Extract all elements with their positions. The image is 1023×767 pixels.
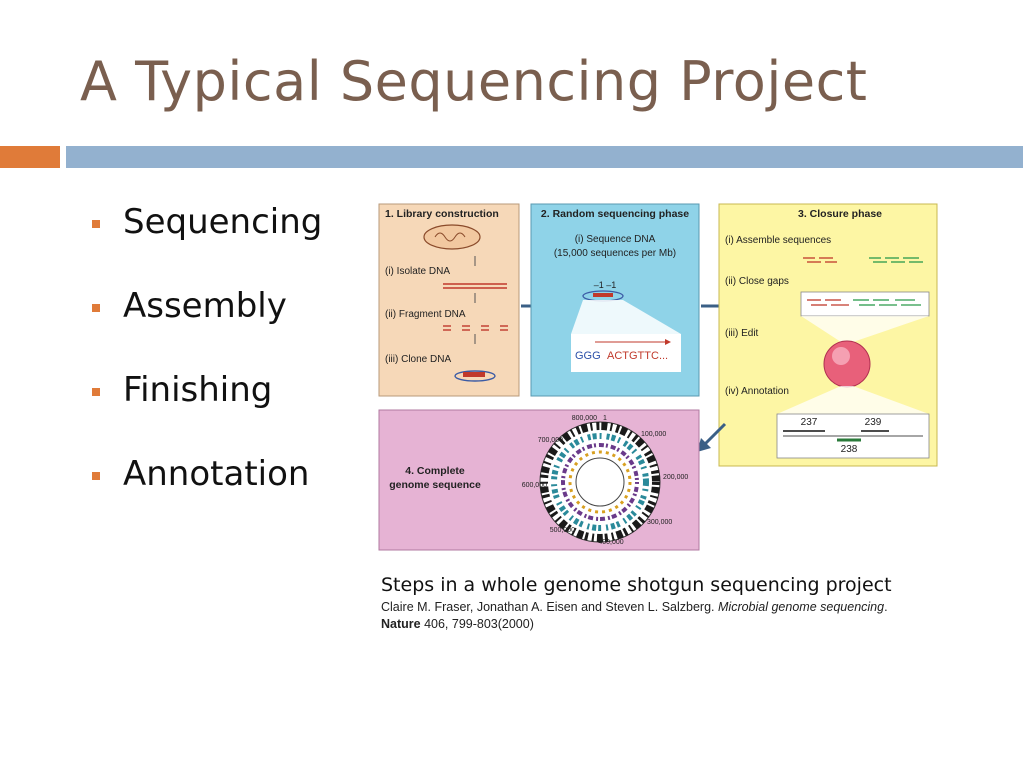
- caption-article: Microbial genome sequencing: [718, 600, 885, 614]
- sequence-red: ACTGTTC...: [607, 350, 668, 362]
- cell-icon: [423, 224, 481, 250]
- bullet-item: Annotation: [90, 448, 322, 532]
- genome-label: 800,000: [572, 415, 597, 422]
- genome-circle-icon: [823, 340, 871, 388]
- sequencing-figure: 1. Library construction (i) Isolate DNA …: [378, 203, 938, 551]
- panel-complete-genome: 4. Complete genome sequence 800,000 1 10…: [378, 409, 700, 551]
- panel3-title: 3. Closure phase: [798, 208, 882, 220]
- arrow-icon: [697, 422, 727, 452]
- genome-label: 1: [603, 415, 607, 422]
- panel-library-construction: 1. Library construction (i) Isolate DNA …: [378, 203, 520, 397]
- panel4-title-line1: 4. Complete: [405, 465, 465, 477]
- panel3-step2: (ii) Close gaps: [725, 276, 789, 287]
- slide-title: A Typical Sequencing Project: [80, 50, 868, 113]
- accent-bar-blue: [66, 146, 1023, 168]
- caption-ref: 406, 799-803(2000): [420, 617, 534, 631]
- caption-authors: Claire M. Fraser, Jonathan A. Eisen and …: [381, 600, 718, 614]
- figure-caption: Steps in a whole genome shotgun sequenci…: [381, 574, 1001, 633]
- genome-label: 600,000: [522, 482, 547, 489]
- panel2-title: 2. Random sequencing phase: [541, 208, 689, 220]
- bullet-square-icon: [92, 220, 100, 228]
- panel-random-sequencing: 2. Random sequencing phase (i) Sequence …: [530, 203, 700, 397]
- bullet-text: Annotation: [123, 454, 310, 494]
- genome-label: 400,000: [598, 539, 623, 546]
- panel3-step4: (iv) Annotation: [725, 386, 789, 397]
- panel2-step1-line2: (15,000 sequences per Mb): [554, 248, 676, 259]
- genome-map-icon: [539, 421, 661, 543]
- bullet-list: Sequencing Assembly Finishing Annotation: [90, 196, 322, 532]
- plasmid-icon: [454, 370, 496, 382]
- panel2-marker: –1 –1: [594, 280, 617, 290]
- caption-journal: Nature: [381, 617, 421, 631]
- bullet-text: Finishing: [123, 370, 273, 410]
- sequence-blue: GGG: [575, 350, 601, 362]
- panel1-title: 1. Library construction: [385, 208, 499, 220]
- panel1-step3: (iii) Clone DNA: [385, 354, 451, 365]
- genome-label: 500,000: [550, 527, 575, 534]
- bullet-item: Assembly: [90, 280, 322, 364]
- panel1-step1: (i) Isolate DNA: [385, 266, 450, 277]
- panel3-step1: (i) Assemble sequences: [725, 235, 831, 246]
- panel2-step1-line1: (i) Sequence DNA: [575, 234, 656, 245]
- bullet-text: Sequencing: [123, 202, 323, 242]
- genome-label: 700,000: [538, 437, 563, 444]
- bullet-item: Finishing: [90, 364, 322, 448]
- genome-label: 300,000: [647, 519, 672, 526]
- panel3-step3: (iii) Edit: [725, 328, 759, 339]
- panel4-title-line2: genome sequence: [389, 479, 481, 491]
- gene-label-239: 239: [865, 417, 882, 428]
- bullet-square-icon: [92, 472, 100, 480]
- panel-closure-phase: 3. Closure phase (i) Assemble sequences …: [718, 203, 938, 467]
- panel1-step2: (ii) Fragment DNA: [385, 309, 466, 320]
- bullet-item: Sequencing: [90, 196, 322, 280]
- caption-period: .: [884, 600, 888, 614]
- gene-label-238: 238: [841, 444, 858, 455]
- genome-label: 100,000: [641, 431, 666, 438]
- gene-label-237: 237: [801, 417, 818, 428]
- accent-bar-orange: [0, 146, 60, 168]
- caption-citation: Claire M. Fraser, Jonathan A. Eisen and …: [381, 599, 1001, 633]
- bullet-square-icon: [92, 388, 100, 396]
- caption-title: Steps in a whole genome shotgun sequenci…: [381, 574, 892, 596]
- genome-label: 200,000: [663, 474, 688, 481]
- bullet-text: Assembly: [123, 286, 287, 326]
- bullet-square-icon: [92, 304, 100, 312]
